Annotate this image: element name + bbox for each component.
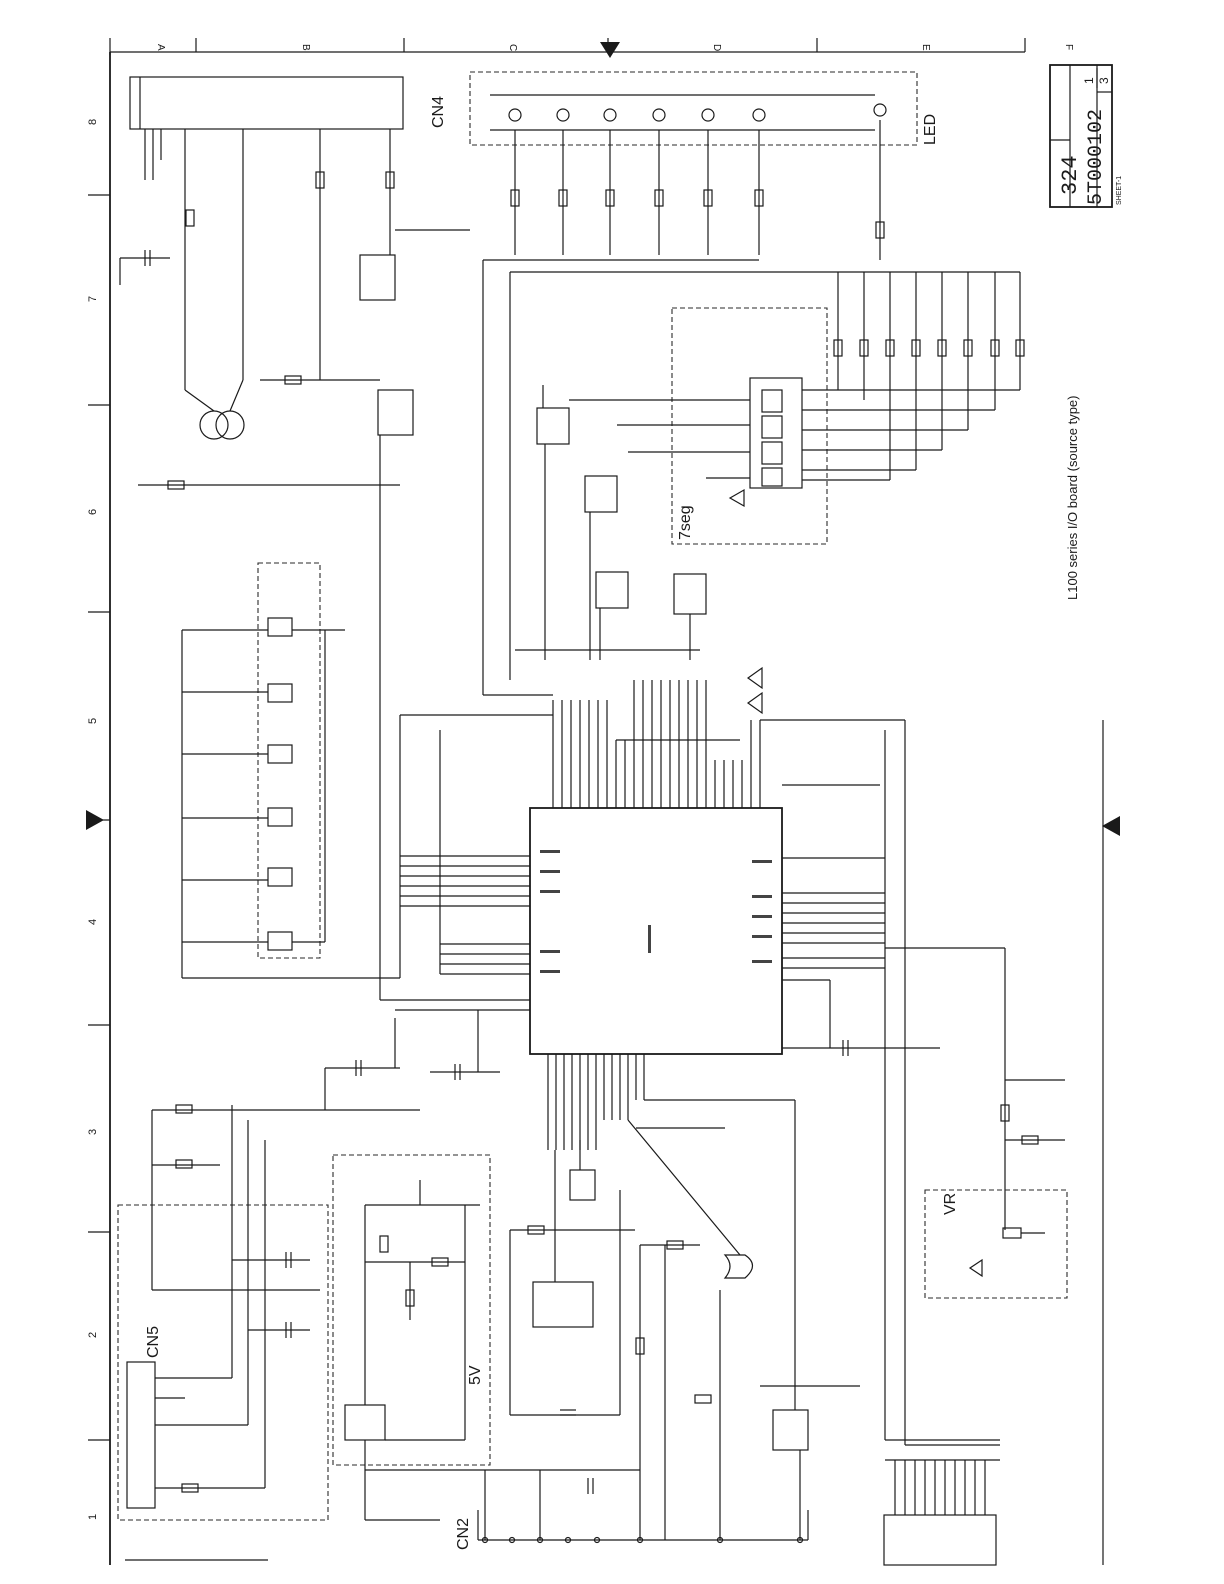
center-mark-left xyxy=(86,810,104,830)
supply-5v-label: 5V xyxy=(467,1365,484,1385)
row-number-7: 7 xyxy=(87,296,99,302)
center-mark-top xyxy=(600,42,620,58)
row-number-8: 8 xyxy=(87,119,99,125)
warning-triangles xyxy=(748,668,762,713)
row-number-3: 3 xyxy=(87,1129,99,1135)
decoupling-capacitors xyxy=(325,1010,848,1110)
mcu-left-pins xyxy=(380,856,530,1010)
mcu-bottom-pins xyxy=(548,1054,644,1150)
sheet-fraction-bottom: 3 xyxy=(1097,77,1111,84)
mcu-right-pins xyxy=(782,785,885,980)
lower-logic-section xyxy=(510,1100,860,1540)
sheet-label: SHEET-1 xyxy=(1116,176,1123,205)
column-zone-ruler: A B C D E F xyxy=(110,38,1074,58)
column-letter-d: D xyxy=(711,44,722,51)
row-number-6: 6 xyxy=(87,509,99,515)
led-block: LED xyxy=(470,72,939,260)
mcu-top-pins xyxy=(553,680,760,808)
center-mark-right xyxy=(1102,816,1120,836)
cn5-label: CN5 xyxy=(145,1326,162,1358)
cn4-label: CN4 xyxy=(430,96,447,128)
supply-5v-block: 5V xyxy=(333,1155,490,1465)
seg7-resistor-bank xyxy=(510,272,1024,480)
row-number-2: 2 xyxy=(87,1332,99,1338)
bus-wiring xyxy=(400,260,1005,1445)
row-zone-ruler: 8 7 6 5 4 3 2 1 xyxy=(86,119,1120,1520)
row-number-5: 5 xyxy=(87,718,99,724)
cn2-label: CN2 xyxy=(455,1518,472,1550)
column-letter-a: A xyxy=(155,44,166,51)
column-letter-e: E xyxy=(920,44,931,51)
sheet-fraction-top: 1 xyxy=(1082,77,1096,84)
title-block: 324 5T000102 1 3 SHEET-1 xyxy=(1050,65,1123,207)
seg7-label: 7seg xyxy=(677,505,694,540)
mcu-pin-labels xyxy=(540,850,772,973)
row-number-1: 1 xyxy=(87,1514,99,1520)
board-title: L100 series I/O board (source type) xyxy=(1065,396,1080,601)
seg7-driver-transistors xyxy=(537,385,750,660)
photocoupler-bank xyxy=(182,563,400,978)
cn2-connector: CN2 xyxy=(365,1440,808,1550)
warning-triangle-icon xyxy=(748,693,762,713)
mcu-chip xyxy=(380,680,885,1150)
column-letter-f: F xyxy=(1063,44,1074,50)
vr-label: VR xyxy=(942,1193,959,1215)
vr-block: VR xyxy=(925,1080,1067,1298)
cn4-connector: CN4 xyxy=(130,77,447,390)
led-label: LED xyxy=(922,114,939,145)
column-letter-c: C xyxy=(507,44,518,51)
output-terminal-strip xyxy=(884,1460,1000,1565)
cn5-block: CN5 xyxy=(118,1105,420,1520)
model-number: 324 xyxy=(1058,155,1083,195)
warning-triangle-icon xyxy=(748,668,762,688)
drawing-number: 5T000102 xyxy=(1085,109,1108,205)
row-number-4: 4 xyxy=(87,919,99,925)
column-letter-b: B xyxy=(300,44,311,51)
